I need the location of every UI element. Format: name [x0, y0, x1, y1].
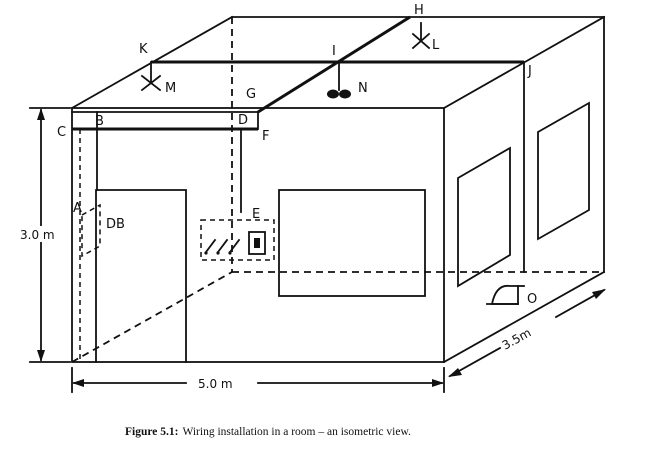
label-E: E: [252, 207, 260, 222]
distribution-board: [81, 203, 101, 258]
door: [95, 189, 187, 363]
figure-caption: Figure 5.1: Wiring installation in a room…: [125, 426, 411, 438]
dim-height-label: 3.0 m: [20, 228, 55, 242]
light-fixture-L: [411, 22, 431, 50]
dim-depth-label: 3.5m: [500, 325, 534, 352]
front-window: [278, 189, 426, 297]
label-K: K: [139, 42, 148, 57]
dimensions: 3.0 m 5.0 m 3.5m: [18, 107, 606, 393]
switch-board: [200, 219, 275, 261]
bell-O: [486, 284, 525, 305]
caption-label: Figure 5.1:: [125, 426, 178, 438]
label-N: N: [358, 81, 368, 96]
label-J: J: [527, 64, 532, 79]
label-A: A: [73, 201, 82, 216]
label-C: C: [57, 125, 66, 140]
caption-text: Wiring installation in a room – an isome…: [182, 426, 411, 438]
ceiling-wiring: [71, 15, 525, 362]
room-outline: [70, 15, 606, 364]
label-L: L: [432, 38, 440, 53]
front-wall: [71, 107, 445, 363]
side-window-1: [457, 146, 511, 288]
label-B: B: [95, 114, 104, 129]
label-H: H: [414, 3, 424, 18]
wire-G-H: [257, 15, 411, 114]
label-G: G: [246, 87, 256, 102]
side-window-2: [537, 101, 590, 241]
dim-width-label: 5.0 m: [198, 377, 233, 391]
fan-N: [327, 61, 351, 99]
floor-right-edge: [442, 270, 606, 364]
point-labels: H K L I M N J G B C D F A DB E O: [57, 3, 537, 307]
hidden-floor-left-edge: [71, 271, 233, 363]
label-F: F: [262, 129, 269, 144]
hidden-edges: [71, 17, 604, 363]
label-I: I: [332, 44, 336, 59]
label-M: M: [165, 81, 176, 96]
label-DB: DB: [106, 217, 125, 232]
label-O: O: [527, 292, 537, 307]
label-D: D: [238, 113, 248, 128]
light-fixture-M: [140, 61, 162, 92]
